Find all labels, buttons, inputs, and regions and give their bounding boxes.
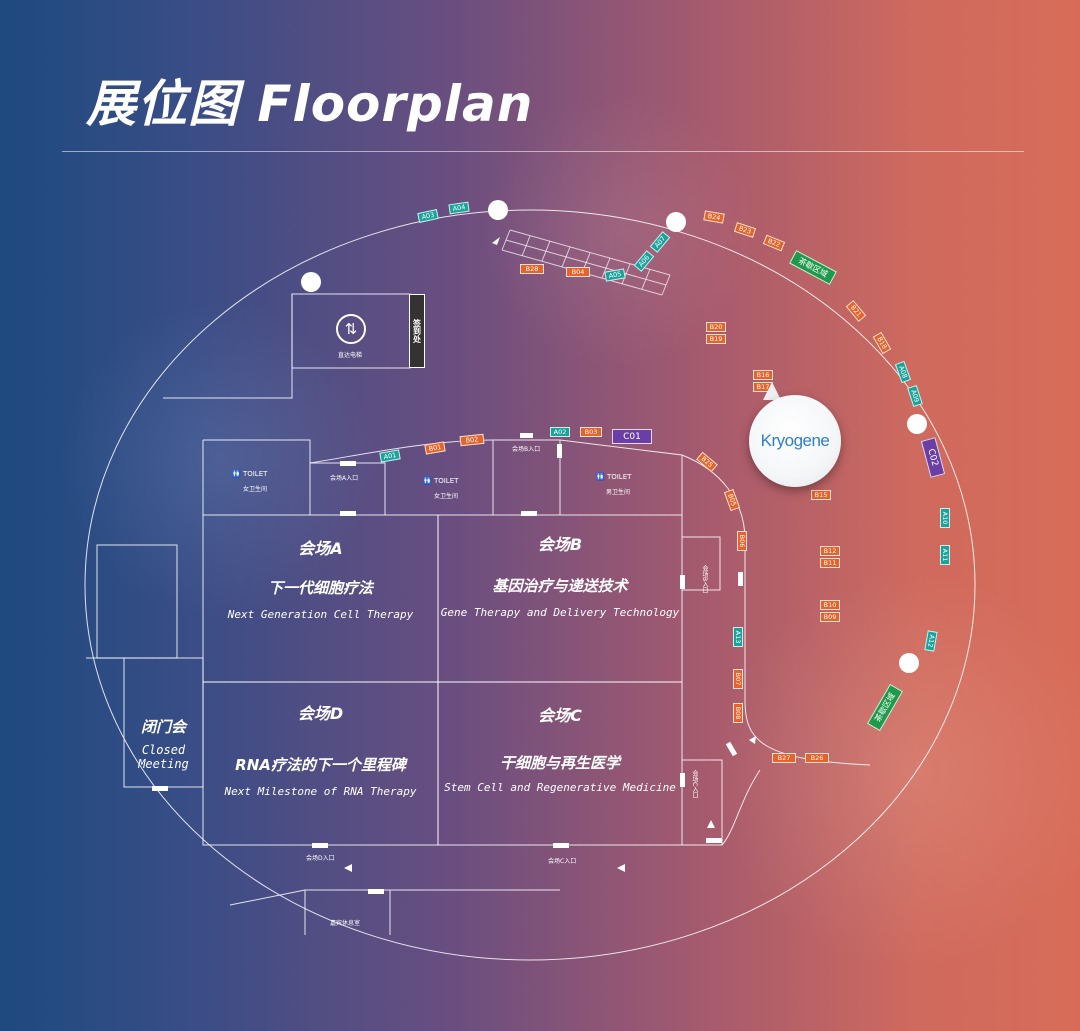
door (521, 511, 537, 516)
elevator-label: 直达电梯 (338, 352, 363, 359)
entrance-b-label: 会场B入口 (512, 446, 541, 453)
booth-b04[interactable]: B04 (566, 267, 590, 277)
entrance-c-side-label: 会场C入口 (691, 770, 698, 799)
elevator-wall (163, 294, 293, 399)
booth-a10[interactable]: A10 (940, 508, 950, 528)
hall-b: 会场B 基因治疗与递送技术 Gene Therapy and Delivery … (438, 531, 682, 619)
booth-b11[interactable]: B11 (820, 558, 840, 568)
door (680, 773, 685, 787)
booth-b03[interactable]: B03 (580, 427, 602, 437)
booth-b10[interactable]: B10 (820, 600, 840, 610)
hall-d-topic-cn: RNA疗法的下一个里程碑 (235, 756, 406, 774)
title-divider (62, 151, 1024, 152)
closed-meeting-en-2: Meeting (138, 757, 189, 771)
vip-room-label: 嘉宾休息室 (330, 920, 361, 927)
east-lower (682, 759, 723, 846)
booth-b07[interactable]: B07 (733, 669, 743, 689)
booth-b06[interactable]: B06 (737, 531, 747, 551)
bottom-wall (229, 889, 560, 935)
booth-a02[interactable]: A02 (550, 427, 570, 437)
booth-b20[interactable]: B20 (706, 322, 726, 332)
door (680, 575, 685, 589)
door (706, 838, 722, 843)
booth-b19[interactable]: B19 (706, 334, 726, 344)
booth-b08[interactable]: B08 (733, 703, 743, 723)
door (152, 786, 168, 791)
hall-a-topic-en: Next Generation Cell Therapy (227, 608, 414, 621)
door (553, 843, 569, 848)
booth-b27[interactable]: B27 (772, 753, 796, 763)
service-strip (202, 439, 683, 515)
booth-b12[interactable]: B12 (820, 546, 840, 556)
east-room (682, 536, 721, 591)
hall-d-name: 会场D (297, 704, 344, 723)
registration-label: 签到处 (412, 319, 422, 343)
entrance-a-label: 会场A入口 (330, 475, 359, 482)
hall-d-topic-en: Next Milestone of RNA Therapy (224, 785, 417, 798)
elevator-icon: ⇅ (336, 314, 366, 344)
pillar-dot (899, 653, 919, 673)
pillar-dot (907, 414, 927, 434)
hall-a-name: 会场A (298, 539, 343, 558)
kryogene-logo-text: Kryogene (760, 431, 830, 450)
door (557, 444, 562, 458)
hall-d: 会场D RNA疗法的下一个里程碑 Next Milestone of RNA T… (203, 700, 438, 798)
corridor-return (721, 769, 761, 846)
hall-b-topic-cn: 基因治疗与递送技术 (492, 577, 628, 595)
door (340, 461, 356, 466)
venue-outline (84, 209, 976, 961)
east-corridor (681, 454, 871, 766)
hall-c: 会场C 干细胞与再生医学 Stem Cell and Regenerative … (438, 702, 682, 794)
closed-meeting-cn: 闭门会 (140, 718, 186, 736)
toilet-label: 🚻 TOILET (232, 470, 268, 478)
page-title: 展位图 Floorplan (86, 75, 534, 133)
pillar-dot (301, 272, 321, 292)
logo-pin (763, 382, 781, 400)
closed-meeting-en-1: Closed (141, 743, 186, 757)
toilet-label: 🚻 TOILET (423, 477, 459, 485)
entrance-c-label: 会场C入口 (548, 858, 577, 865)
door (340, 511, 356, 516)
closed-meeting: 闭门会 Closed Meeting (124, 716, 203, 771)
booth-b09[interactable]: B09 (820, 612, 840, 622)
toilet-male-label: 男卫生间 (606, 489, 631, 496)
west-room (96, 544, 178, 659)
registration-desk: 签到处 (409, 294, 425, 368)
pillar-dot (488, 200, 508, 220)
door (368, 889, 384, 894)
direction-arrows (344, 237, 756, 872)
door (312, 843, 328, 848)
hall-b-name: 会场B (537, 535, 583, 554)
hall-c-name: 会场C (538, 706, 582, 725)
booth-b26[interactable]: B26 (805, 753, 829, 763)
door (738, 572, 743, 586)
toilet-label: 🚻 TOILET (596, 473, 632, 481)
booth-a13[interactable]: A13 (733, 627, 743, 647)
entrance-b-side-label: 会场B入口 (701, 565, 708, 594)
toilet-female-label: 女卫生间 (243, 486, 268, 493)
booth-a11[interactable]: A11 (940, 545, 950, 565)
entrance-d-label: 会场D入口 (306, 855, 335, 862)
hall-b-topic-en: Gene Therapy and Delivery Technology (440, 606, 680, 619)
hall-c-topic-cn: 干细胞与再生医学 (499, 754, 620, 772)
hall-a: 会场A 下一代细胞疗法 Next Generation Cell Therapy (203, 535, 438, 621)
booth-c01[interactable]: C01 (612, 429, 652, 444)
toilet-female-label: 女卫生间 (434, 493, 459, 500)
booth-b15[interactable]: B15 (811, 490, 831, 500)
kryogene-logo: Kryogene (749, 395, 841, 487)
hall-a-topic-cn: 下一代细胞疗法 (267, 579, 373, 597)
booth-b16[interactable]: B16 (753, 370, 773, 380)
hall-c-topic-en: Stem Cell and Regenerative Medicine (444, 781, 676, 794)
door (520, 433, 533, 438)
booth-b28[interactable]: B28 (520, 264, 544, 274)
pillar-dot (666, 212, 686, 232)
